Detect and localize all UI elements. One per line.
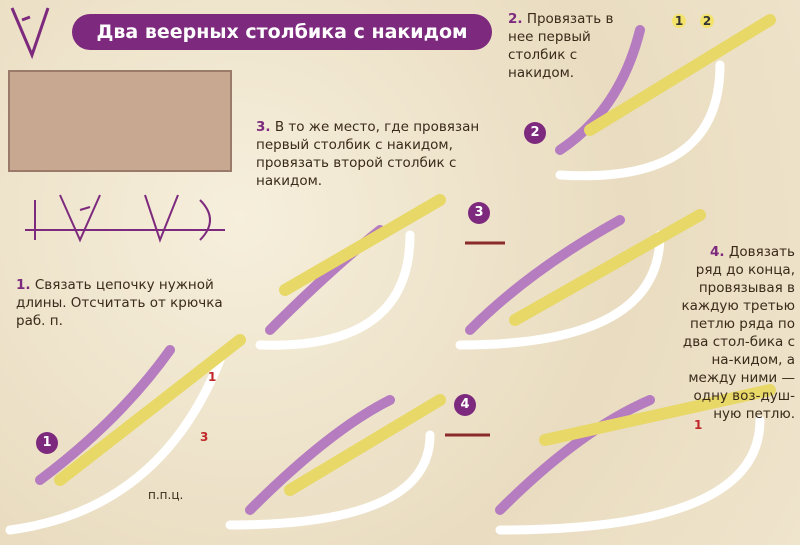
stitch-symbol-icon — [10, 7, 50, 60]
label-1b: 1 — [694, 418, 703, 432]
step3b-yarn — [465, 215, 625, 335]
step-number: 4. — [710, 244, 725, 260]
step-2-text: 2. Провязать в нее первый столбик с наки… — [508, 10, 638, 82]
step-text: Довязать ряд до конца, провязывая в кажд… — [681, 244, 796, 422]
step-text: Провязать в нее первый столбик с накидом… — [508, 11, 614, 81]
step-text: Связать цепочку нужной длины. Отсчитать … — [16, 277, 223, 329]
badge-3: 3 — [468, 202, 490, 224]
step-4-text: 4. Довязать ряд до конца, провязывая в к… — [680, 243, 796, 423]
badge-4: 4 — [454, 394, 476, 416]
step-3-text: 3. В то же место, где провязан первый ст… — [256, 118, 481, 190]
step1-yarn — [35, 345, 175, 485]
hooks — [54, 14, 776, 496]
swatch-photo — [8, 70, 232, 172]
step4b-yarn — [495, 395, 655, 515]
step-text: В то же место, где провязан первый столб… — [256, 119, 480, 189]
step4a-yarn — [245, 395, 395, 515]
page-title: Два веерных столбика с накидом — [72, 14, 492, 50]
circle-1: 1 — [672, 14, 686, 28]
step-number: 2. — [508, 11, 523, 27]
circle-2: 2 — [700, 14, 714, 28]
step-number: 1. — [16, 277, 31, 293]
chains — [5, 60, 765, 535]
step-number: 3. — [256, 119, 271, 135]
chart-symbols — [25, 194, 225, 243]
badge-1: 1 — [36, 432, 58, 454]
label-3: 3 — [200, 430, 209, 444]
label-1: 1 — [208, 370, 217, 384]
badge-2: 2 — [524, 122, 546, 144]
label-ppc: п.п.ц. — [148, 488, 184, 502]
step-1-text: 1. Связать цепочку нужной длины. Отсчита… — [16, 276, 246, 330]
step2-yarn — [555, 25, 645, 155]
arrows — [445, 241, 505, 437]
